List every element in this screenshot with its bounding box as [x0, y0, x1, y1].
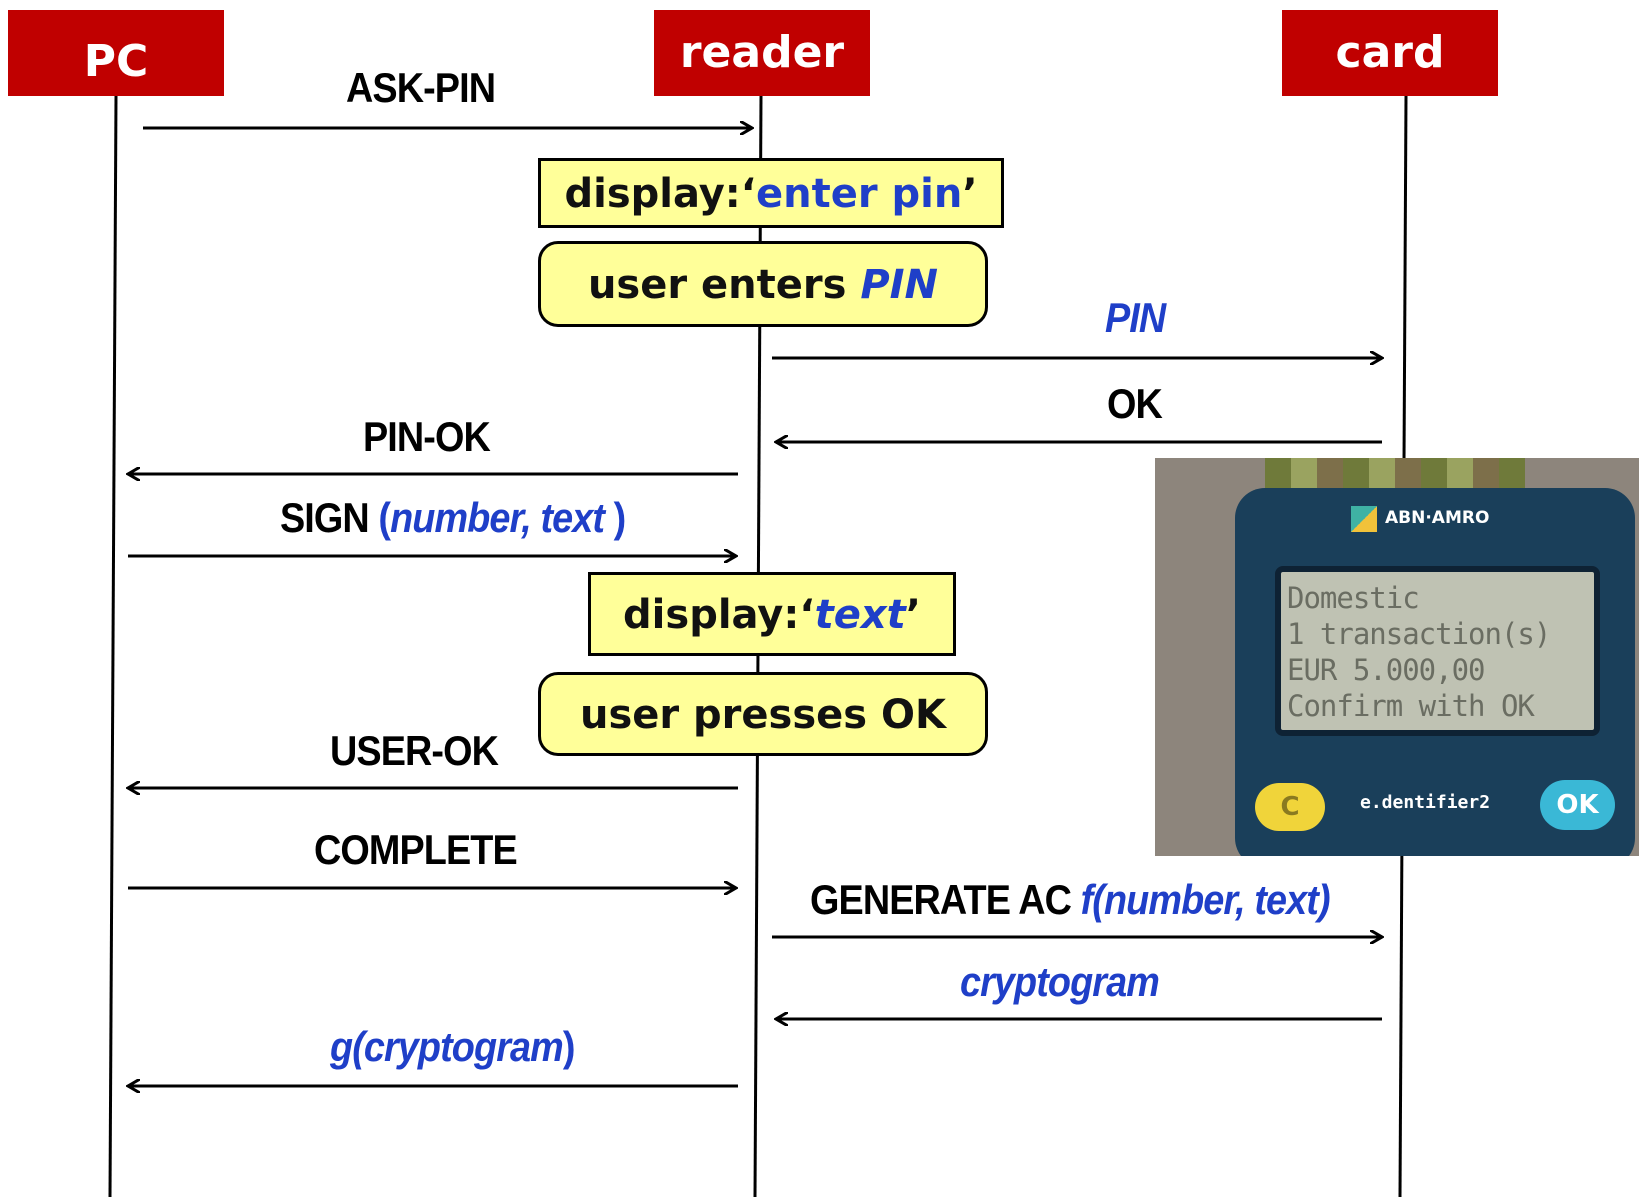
button-c: C: [1255, 783, 1325, 831]
actor-reader: reader: [654, 10, 870, 96]
screen-line: 1 transaction(s): [1287, 617, 1551, 651]
label-sign: SIGN (number, text ): [280, 494, 627, 542]
quote-close: ’: [962, 171, 978, 217]
screen-line: Confirm with OK: [1287, 689, 1535, 723]
label-g-cryptogram: g(cryptogram): [330, 1023, 575, 1071]
model-name: e.dentifier2: [1360, 792, 1491, 813]
label-ok: OK: [1107, 380, 1163, 427]
label-user-ok: USER-OK: [330, 727, 499, 774]
actor-card: card: [1282, 10, 1498, 96]
enter-pin-text: enter pin: [756, 171, 963, 217]
screen-line: EUR 5.000,00: [1287, 653, 1486, 687]
label-pin-ok: PIN-OK: [363, 413, 491, 460]
sign-args: number, text: [390, 494, 605, 541]
g-cryptogram-func: g(cryptogram: [330, 1023, 564, 1070]
label-complete: COMPLETE: [314, 826, 518, 873]
generate-command: GENERATE AC: [810, 876, 1072, 923]
g-cryptogram-close: ): [562, 1023, 576, 1070]
label-cryptogram: cryptogram: [960, 958, 1160, 1005]
card-reader-photo: ABN·AMRO Domestic 1 transaction(s) EUR 5…: [1155, 458, 1639, 856]
note-user-presses-ok: user presses OK: [538, 672, 988, 756]
pc-lifeline: [108, 95, 118, 1197]
display-prefix-2: display:‘: [623, 592, 815, 638]
pin-italic: PIN: [860, 262, 939, 308]
actor-pc: PC: [8, 10, 224, 96]
brand-logo: ABN·AMRO: [1385, 508, 1490, 528]
note-display-enter-pin: display:‘enter pin’: [538, 158, 1004, 228]
label-generate-ac: GENERATE AC f(number, text): [810, 876, 1331, 924]
sign-paren-close: ): [604, 494, 627, 541]
button-ok: OK: [1540, 780, 1615, 830]
label-pin: PIN: [1105, 294, 1166, 341]
user-enters-text: user enters: [587, 262, 861, 308]
note-display-text: display:‘text’: [588, 572, 956, 656]
reader-screen: Domestic 1 transaction(s) EUR 5.000,00 C…: [1275, 566, 1600, 736]
abn-amro-logo-icon: [1351, 506, 1377, 532]
generate-function: f(number, text): [1071, 876, 1331, 923]
quote-close-2: ’: [905, 592, 921, 638]
screen-line: Domestic: [1287, 581, 1420, 615]
text-italic: text: [814, 592, 906, 638]
sign-command: SIGN: [280, 494, 370, 541]
sign-paren-open: (: [368, 494, 391, 541]
display-prefix: display:‘: [564, 171, 756, 217]
label-ask-pin: ASK-PIN: [346, 64, 496, 111]
note-user-enters-pin: user enters PIN: [538, 241, 988, 327]
